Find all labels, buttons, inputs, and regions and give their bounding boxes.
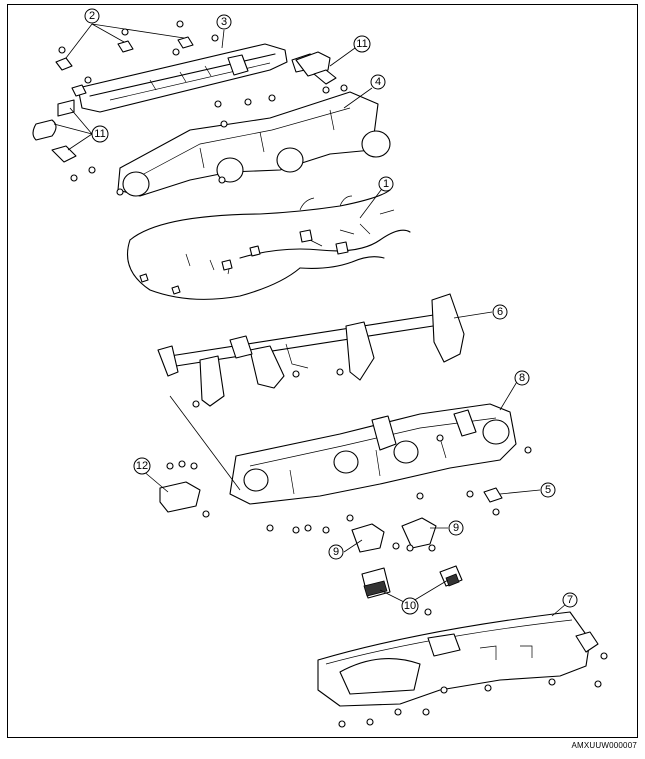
part-bolts	[202, 434, 532, 534]
svg-text:7: 7	[567, 594, 573, 606]
svg-text:11: 11	[356, 38, 367, 50]
callout-2: 2	[84, 8, 100, 24]
callout-4: 4	[370, 74, 386, 90]
leader-lines	[53, 23, 567, 617]
svg-text:3: 3	[221, 16, 227, 28]
callout-5: 5	[540, 482, 556, 498]
part-center-vents	[351, 517, 463, 599]
part-bracket-5	[483, 487, 503, 516]
svg-text:10: 10	[404, 600, 416, 612]
callout-8: 8	[514, 370, 530, 386]
callout-7: 7	[562, 592, 578, 608]
svg-text:6: 6	[497, 306, 503, 318]
callout-9-right: 9	[448, 520, 464, 536]
svg-text:11: 11	[94, 128, 105, 140]
svg-text:12: 12	[136, 460, 148, 472]
diagram-frame	[7, 4, 638, 738]
part-cross-member	[157, 293, 465, 408]
part-wiring-harness	[126, 189, 411, 300]
part-clips	[55, 20, 219, 84]
svg-text:9: 9	[333, 546, 339, 558]
callout-10: 10	[401, 597, 419, 615]
callout-11-upper: 11	[353, 35, 371, 53]
callout-1: 1	[378, 176, 394, 192]
callout-12: 12	[133, 457, 151, 475]
svg-text:8: 8	[519, 372, 525, 384]
part-duct-assembly	[116, 91, 391, 197]
part-dashboard	[317, 608, 608, 728]
callout-9-left: 9	[328, 544, 344, 560]
callout-11-left: 11	[91, 125, 109, 143]
callout-6: 6	[492, 304, 508, 320]
svg-text:5: 5	[545, 484, 551, 496]
svg-text:1: 1	[383, 178, 389, 190]
part-knee-bracket	[159, 460, 201, 513]
diagram-code: AMXUUW000007	[571, 741, 637, 750]
callout-3: 3	[216, 14, 232, 30]
svg-text:9: 9	[453, 522, 459, 534]
part-side-vents	[32, 51, 348, 182]
svg-text:2: 2	[89, 10, 95, 22]
part-panel-frame	[229, 403, 517, 505]
svg-text:4: 4	[375, 76, 381, 88]
part-upper-duct	[71, 43, 319, 113]
